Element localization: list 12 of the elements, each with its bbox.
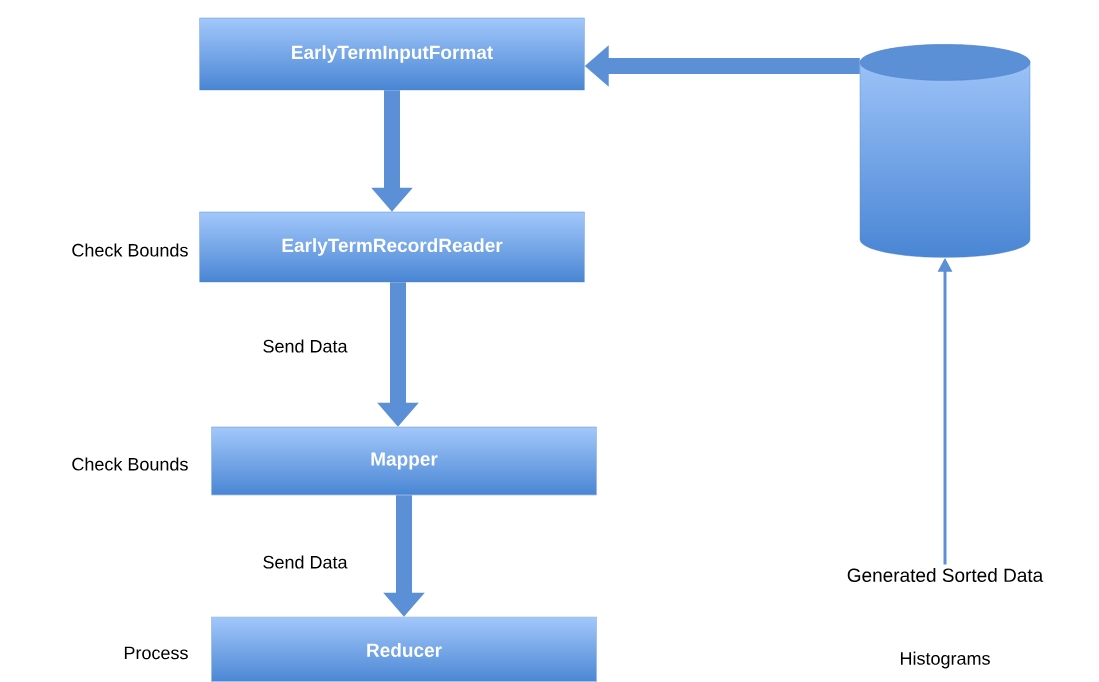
process-box: EarlyTermInputFormat [199,17,585,91]
side-label: Process [124,646,188,660]
cylinder [859,44,1031,258]
text-label: Generated Sorted Data [847,568,1044,582]
edge-label: Send Data [260,553,350,571]
edge-label: Send Data [260,337,350,355]
side-label: Check Bounds [72,243,188,257]
process-box: Reducer [211,616,597,682]
process-box: EarlyTermRecordReader [199,211,585,283]
process-box: Mapper [211,426,597,496]
text-label: Histograms [901,651,990,669]
side-label: Check Bounds [72,457,188,471]
